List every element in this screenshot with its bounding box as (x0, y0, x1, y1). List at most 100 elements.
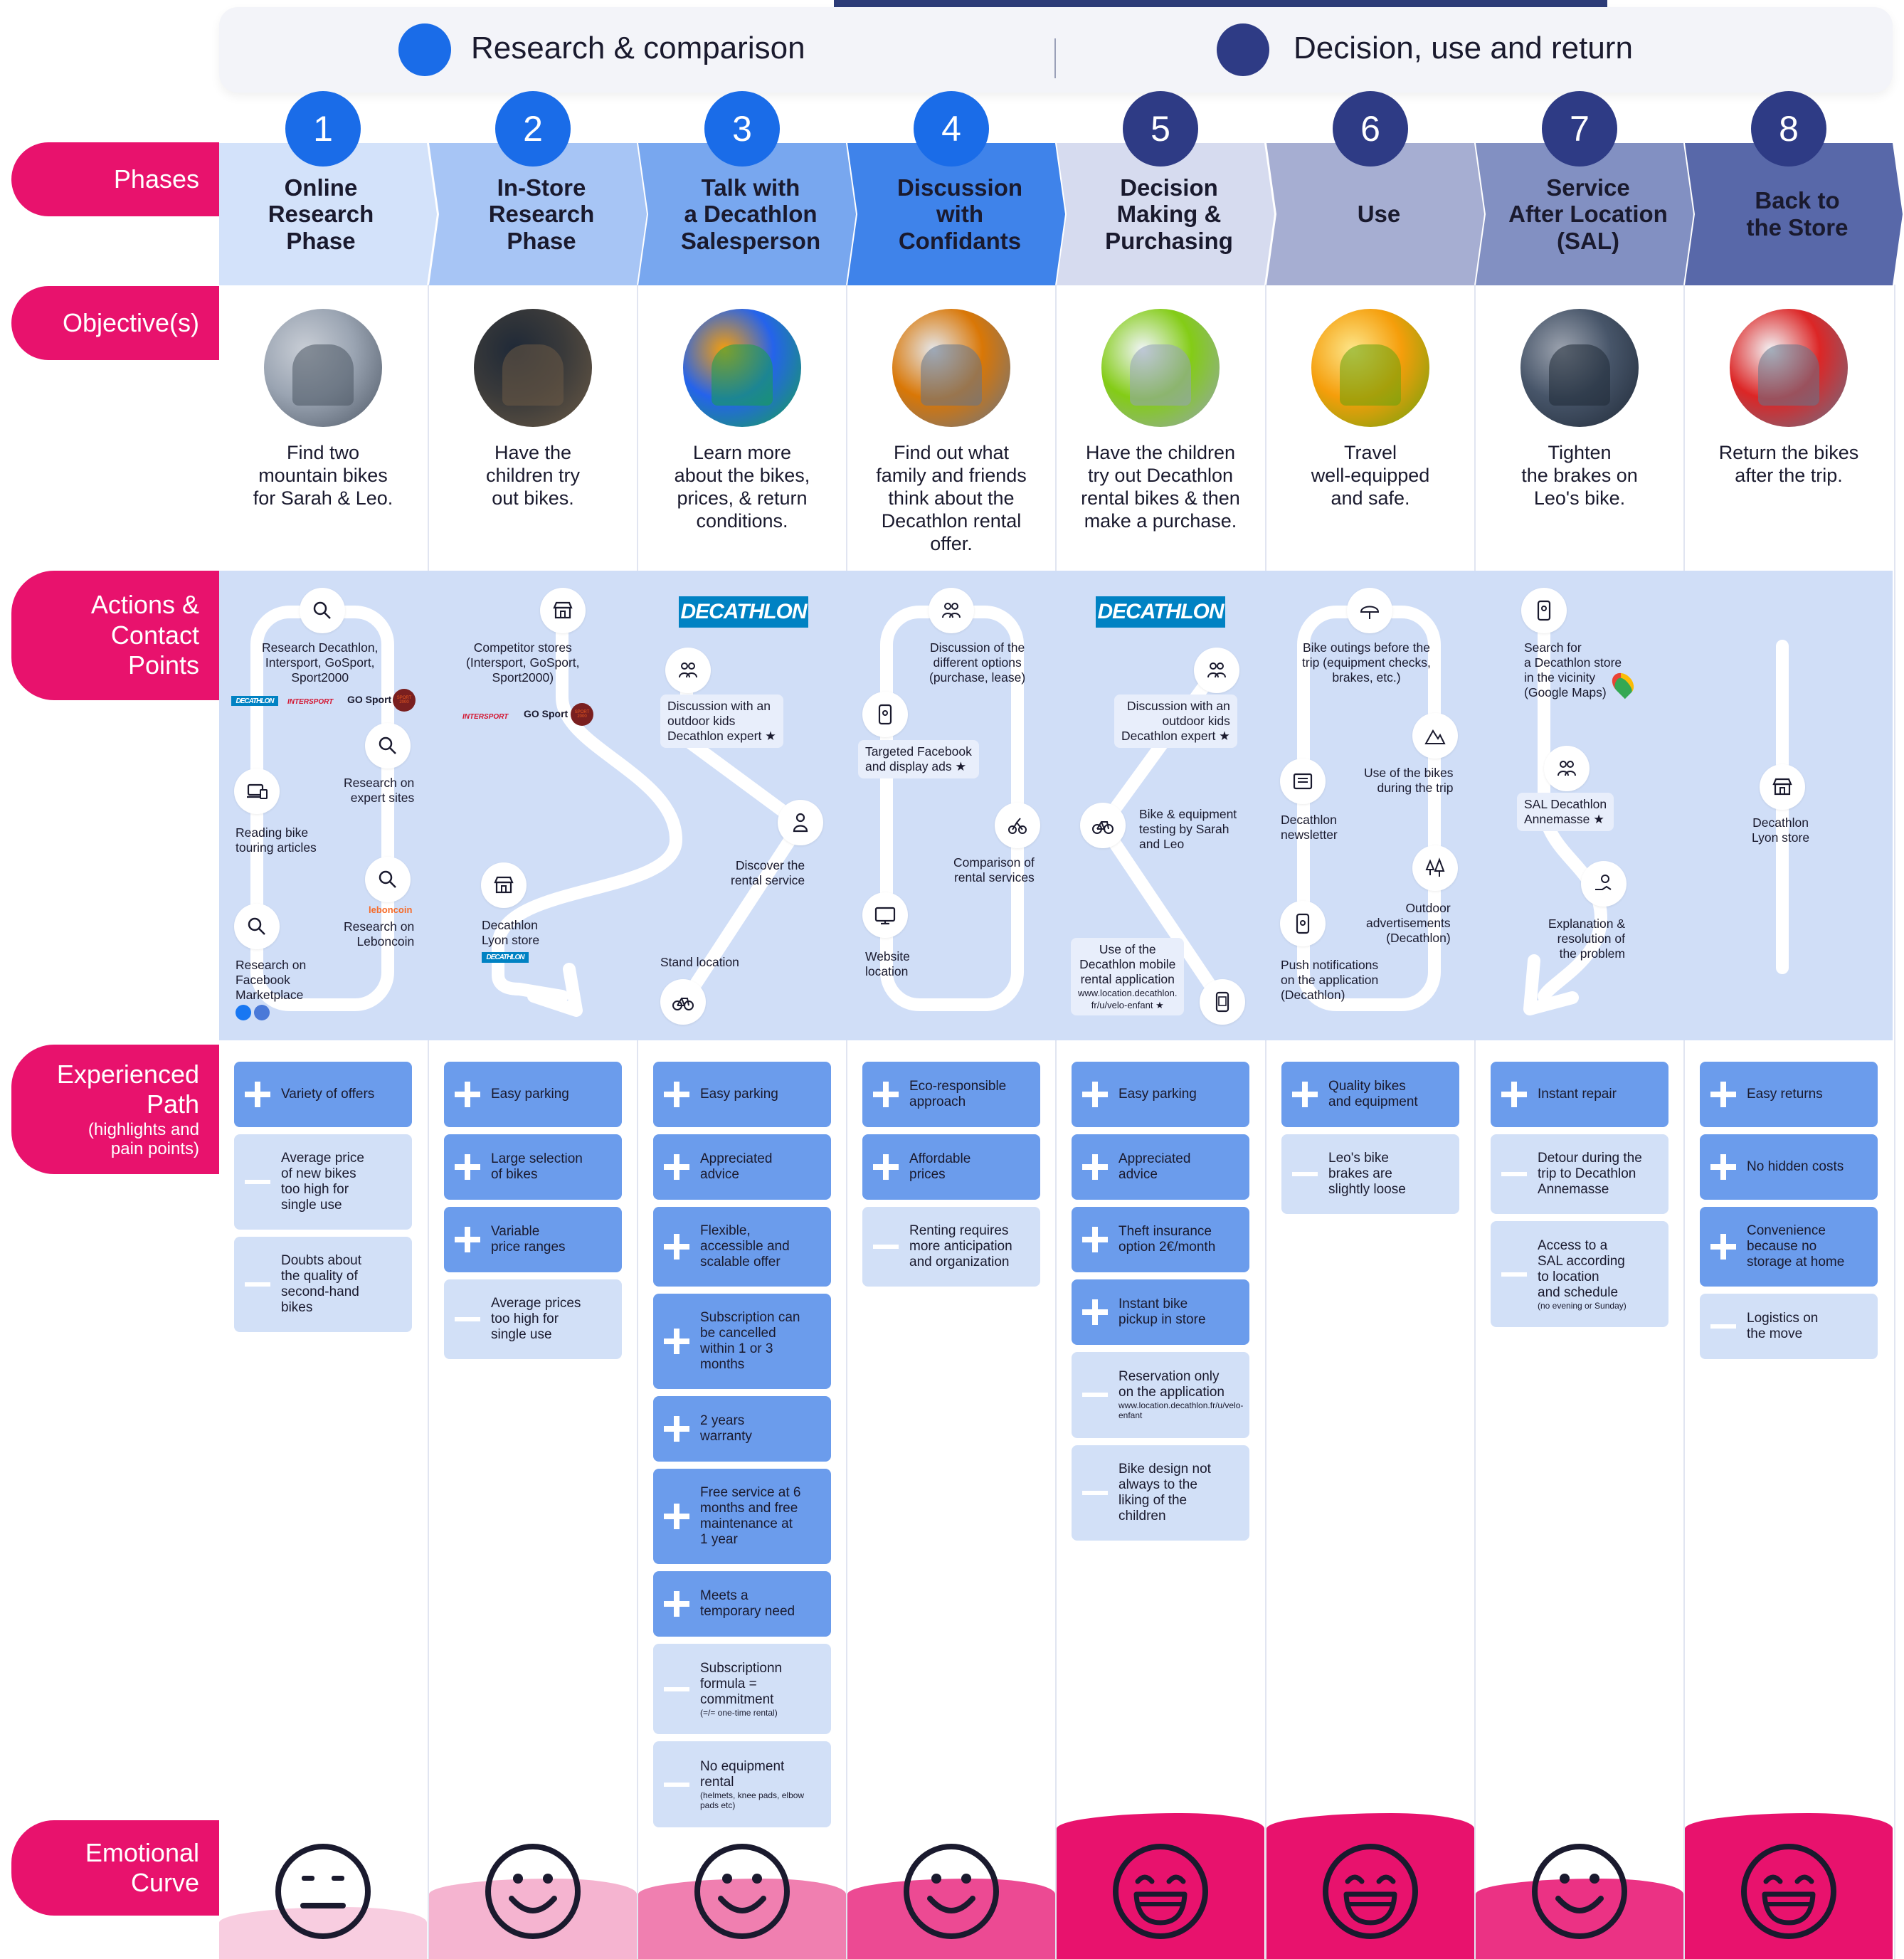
line: Use of the (1099, 942, 1156, 956)
objective-line: think about the (888, 487, 1015, 509)
card-line: temporary need (700, 1604, 795, 1619)
line: Intersport, GoSport, (265, 655, 375, 670)
line: the problem (1559, 946, 1625, 961)
line: Outdoor (1405, 901, 1451, 915)
card-line: Appreciated (700, 1151, 773, 1166)
card-text: Easy parking (491, 1087, 613, 1102)
bike-compare-icon (995, 803, 1040, 848)
line: Bike & equipment (1139, 807, 1237, 821)
plus-icon (653, 1590, 700, 1618)
objective-line: for Sarah & Leo. (253, 487, 393, 509)
highlight-card: Variety of offers (234, 1062, 412, 1127)
plus-icon (862, 1080, 909, 1109)
line: Decathlon (1752, 815, 1809, 830)
objective-line: try out Decathlon (1087, 465, 1234, 486)
bike-icon (1080, 803, 1126, 848)
plus-icon (444, 1225, 491, 1254)
objective-line: Have the (494, 442, 572, 463)
line: and Leo (1139, 837, 1185, 851)
repair-hand-icon (1581, 861, 1627, 907)
highlight-card: Easy returns (1700, 1062, 1878, 1127)
line: (Decathlon) (1281, 988, 1345, 1002)
store-icon (1760, 764, 1805, 810)
card-line: months and free (700, 1501, 798, 1516)
objective-line: rental bikes & then (1081, 487, 1240, 509)
line: and display ads ★ (865, 759, 967, 773)
row-label-text: Path (146, 1089, 199, 1119)
phase-number-badge: 4 (914, 91, 989, 167)
line: outdoor kids (667, 714, 736, 728)
card-line: Convenience (1747, 1223, 1826, 1238)
line: Discussion with an (1126, 699, 1230, 713)
phase-title-line: Phase (286, 227, 356, 254)
objective-line: Tighten (1548, 442, 1612, 463)
column-background (1476, 142, 1683, 1959)
line: Search for (1524, 640, 1582, 655)
search-icon (365, 723, 411, 769)
card-line: option 2€/month (1118, 1240, 1216, 1255)
card-line: and equipment (1328, 1094, 1418, 1109)
card-line: of bikes (491, 1167, 538, 1182)
phase-title-line: (SAL) (1557, 227, 1619, 254)
phase-number-badge: 7 (1542, 91, 1617, 167)
plus-icon (444, 1080, 491, 1109)
line: Decathlon (1281, 813, 1337, 827)
card-line: on the application (1118, 1385, 1225, 1400)
photo-subject (1758, 344, 1819, 406)
line: touring articles (236, 840, 317, 855)
row-label-emotional: Emotional Curve (11, 1820, 219, 1916)
column-separator (1265, 285, 1266, 1959)
phase-title-line: Talk with (701, 174, 800, 201)
highlight-card: Easy parking (653, 1062, 831, 1127)
card-line: Easy parking (491, 1087, 569, 1102)
line: resolution of (1557, 931, 1625, 946)
card-line: too high for (281, 1182, 349, 1197)
bike-shop-photo (474, 309, 592, 427)
photo-subject (502, 344, 564, 406)
line: Targeted Facebook (865, 744, 972, 759)
plus-icon (653, 1080, 700, 1109)
family-discussion-photo (892, 309, 1010, 427)
line: Sport2000 (291, 670, 349, 685)
row-label-actions: Actions & Contact Points (11, 571, 219, 700)
decathlon-logo: DECATHLON (482, 952, 529, 963)
intersport-logo: INTERSPORT (287, 698, 334, 706)
card-line: Quality bikes (1328, 1079, 1406, 1094)
card-line: 1 year (700, 1532, 738, 1547)
emotion-level (219, 1907, 427, 1959)
card-line: Logistics on (1747, 1311, 1819, 1326)
objective-line: Return the bikes (1718, 442, 1859, 463)
row-label-text: Emotional (85, 1837, 199, 1867)
plus-icon (1491, 1080, 1538, 1109)
line: rental service (731, 873, 805, 887)
plus-icon (1072, 1080, 1118, 1109)
objective-line: Find out what (893, 442, 1010, 463)
phase-title: Use (1358, 201, 1401, 228)
line: Decathlon expert ★ (667, 729, 776, 743)
line: Facebook (236, 973, 290, 987)
bike-outing-icon (1347, 588, 1392, 633)
people-icon (665, 648, 711, 693)
minus-icon (444, 1305, 491, 1334)
row-label-phases: Phases (11, 142, 219, 216)
emotion-face-smile-icon (694, 1844, 790, 1939)
